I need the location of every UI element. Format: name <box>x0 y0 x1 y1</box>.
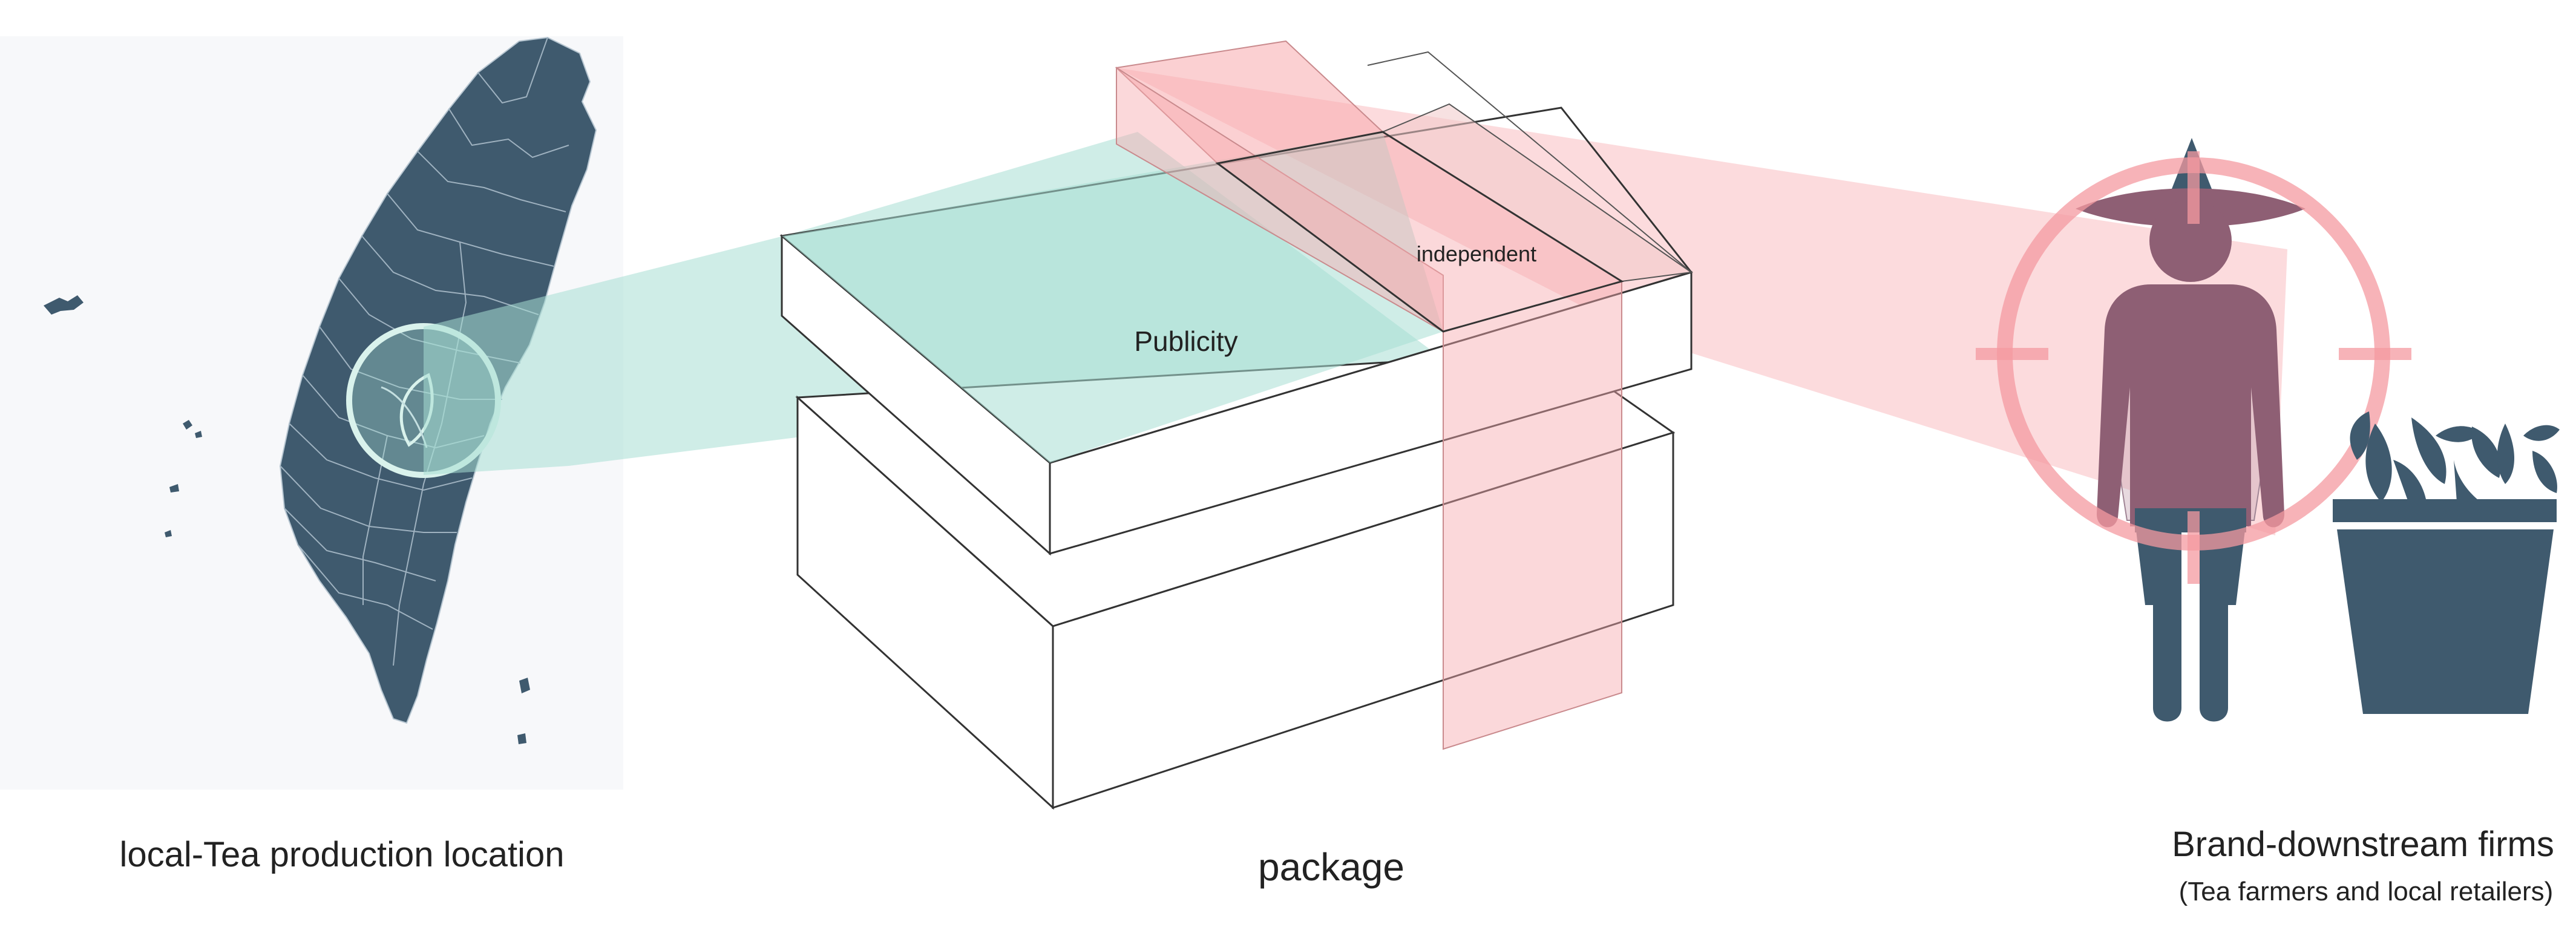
left-leg <box>2135 520 2181 722</box>
outlying-islands <box>44 295 530 744</box>
map-caption: local-Tea production location <box>119 835 564 874</box>
package-caption: package <box>1258 845 1404 889</box>
independent-slab <box>1115 40 1693 750</box>
island-kinmen <box>44 295 84 315</box>
torso <box>2097 284 2284 528</box>
potted-tea-plant-icon <box>2333 411 2560 714</box>
right-leg <box>2200 520 2246 722</box>
publicity-label: Publicity <box>1134 326 1237 357</box>
brand-subcaption: (Tea farmers and local retailers) <box>2179 877 2554 906</box>
tea-farmer-icon <box>2076 138 2306 722</box>
plant-leaves <box>2350 411 2560 502</box>
pot-body <box>2337 529 2554 714</box>
publicity-face <box>782 132 1443 463</box>
head <box>2149 200 2232 282</box>
independent-label: independent <box>1417 241 1536 266</box>
pot-rim <box>2333 499 2557 522</box>
target-crosshair-icon <box>1976 151 2411 584</box>
brand-caption: Brand-downstream firms <box>2172 825 2554 864</box>
independent-projection-beam <box>1116 68 2287 535</box>
